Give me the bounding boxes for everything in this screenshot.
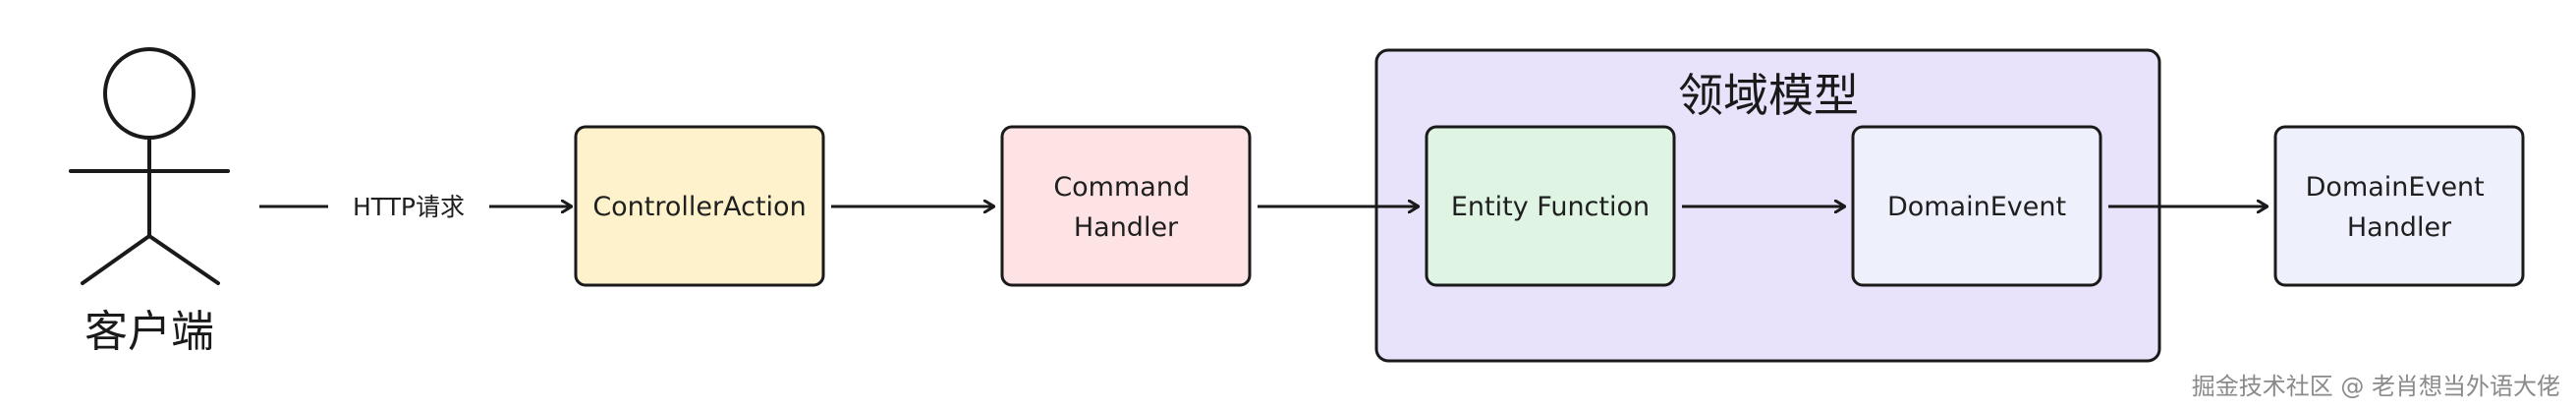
node-command-handler: Command Handler <box>1000 125 1252 287</box>
person-icon <box>69 47 230 285</box>
node-label: Command Handler <box>1053 172 1198 243</box>
actor-label: 客户端 <box>84 307 214 357</box>
node-label-line: Handler <box>2347 212 2452 243</box>
watermark: 掘金技术社区 @ 老肖想当外语大佬 <box>2192 373 2560 400</box>
node-box <box>1000 125 1252 287</box>
node-label-line: Handler <box>1074 212 1179 243</box>
edge-label-http-request: HTTP请求 <box>353 193 465 221</box>
node-domain-event-handler: DomainEvent Handler <box>2273 125 2525 287</box>
node-entity-function: Entity Function <box>1425 125 1676 287</box>
node-controller-action: ControllerAction <box>574 125 825 287</box>
node-box <box>1425 125 1676 287</box>
node-domain-event: DomainEvent <box>1851 125 2102 287</box>
node-label: DomainEvent Handler <box>2306 172 2493 243</box>
node-box <box>1851 125 2102 287</box>
actor-client: 客户端 <box>69 47 230 357</box>
node-label-line: Command <box>1053 172 1190 203</box>
node-box <box>574 125 825 287</box>
node-label: Entity Function <box>1451 192 1650 222</box>
node-box <box>2273 125 2525 287</box>
node-label: DomainEvent <box>1887 192 2066 222</box>
group-label: 领域模型 <box>1678 69 1859 122</box>
edge-http-request: HTTP请求 <box>259 193 572 221</box>
node-label-line: DomainEvent <box>1887 192 2066 222</box>
node-label-line: DomainEvent <box>2306 172 2485 203</box>
node-label: ControllerAction <box>592 192 806 222</box>
node-label-line: ControllerAction <box>592 192 806 222</box>
node-label-line: Entity Function <box>1451 192 1650 222</box>
